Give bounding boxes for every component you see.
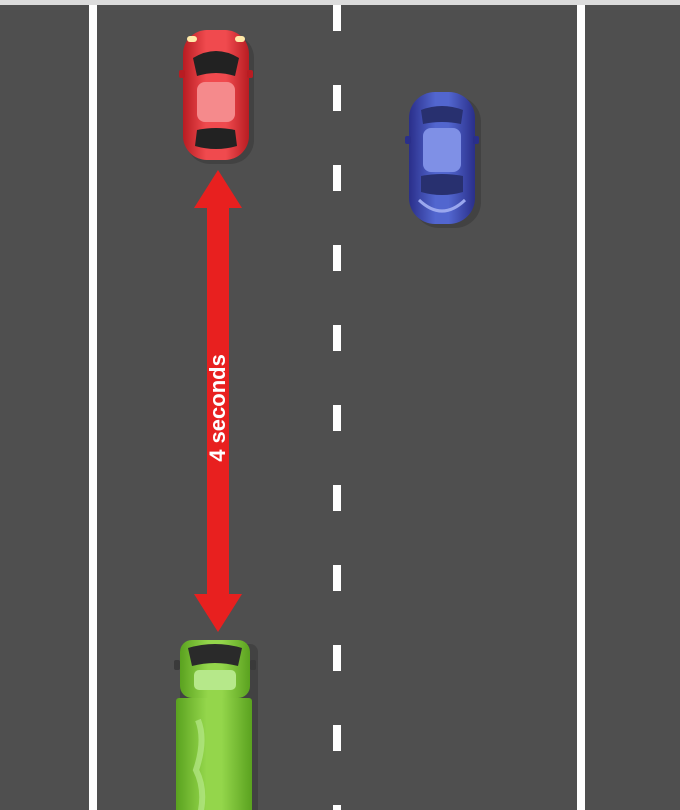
lane-dash	[333, 85, 341, 111]
lane-dash	[333, 325, 341, 351]
lane-dash	[333, 245, 341, 271]
lane-dash	[333, 645, 341, 671]
right-solid-line	[577, 5, 585, 810]
top-edge	[0, 0, 680, 5]
lane-dash	[333, 805, 341, 810]
lane-dash	[333, 165, 341, 191]
lane-dash	[333, 485, 341, 511]
green-truck	[174, 640, 258, 810]
lane-dash	[333, 565, 341, 591]
lane-dash	[333, 5, 341, 31]
left-solid-line	[89, 5, 97, 810]
blue-car	[405, 92, 481, 228]
lane-dash	[333, 725, 341, 751]
red-car	[179, 30, 254, 164]
lane-dash	[333, 405, 341, 431]
gap-label: 4 seconds	[205, 354, 230, 462]
